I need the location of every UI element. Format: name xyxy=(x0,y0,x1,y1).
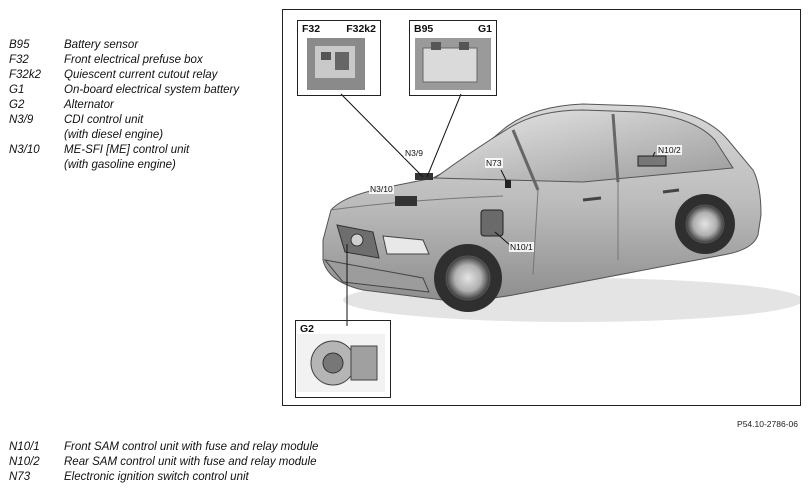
car-front-rim xyxy=(445,255,491,301)
ecu-marker-n3-9 xyxy=(415,173,433,180)
sam-marker-n10-1 xyxy=(480,209,504,237)
component-legend-bottom: N10/1 Front SAM control unit with fuse a… xyxy=(9,440,318,485)
legend-row-b95: B95 Battery sensor xyxy=(9,38,239,53)
figure-reference-id: P54.10-2786-06 xyxy=(737,419,798,429)
sam-marker-n10-2 xyxy=(637,155,667,167)
legend-description: ME-SFI [ME] control unit (with gasoline … xyxy=(64,144,190,171)
leader-line-n10-1 xyxy=(494,231,512,247)
legend-row-n3-9: N3/9 CDI control unit (with diesel engin… xyxy=(9,113,239,143)
inset-battery: B95 G1 xyxy=(409,20,497,96)
legend-row-g1: G1 On-board electrical system battery xyxy=(9,83,239,98)
legend-code: F32 xyxy=(9,54,29,66)
vehicle-component-figure: F32 F32k2 B95 G1 G2 N3/9 N3/10 N73 N10/2… xyxy=(282,9,801,406)
leader-line-n10-2 xyxy=(652,151,656,157)
car-door-line xyxy=(532,189,539,276)
inset-label-f32: F32 xyxy=(302,23,321,35)
legend-row-g2: G2 Alternator xyxy=(9,98,239,113)
legend-code: N3/10 xyxy=(9,144,40,156)
car-door-handle xyxy=(582,196,602,202)
legend-row-f32: F32 Front electrical prefuse box xyxy=(9,53,239,68)
legend-description: Battery sensor xyxy=(64,39,139,51)
car-window-pillar xyxy=(611,113,620,183)
car-bumper xyxy=(323,259,430,293)
callout-n73: N73 xyxy=(485,158,503,168)
legend-description: On-board electrical system battery xyxy=(64,84,240,96)
legend-code: N10/1 xyxy=(9,441,40,453)
callout-n10-1: N10/1 xyxy=(509,242,534,252)
inset-label-g2: G2 xyxy=(300,323,315,335)
ignition-marker-n73 xyxy=(505,180,511,188)
legend-row-n10-1: N10/1 Front SAM control unit with fuse a… xyxy=(9,440,318,455)
leader-line-f32 xyxy=(340,93,424,178)
inset-label-f32k2: F32k2 xyxy=(346,23,376,35)
callout-n3-10: N3/10 xyxy=(369,184,394,194)
car-window-pillar xyxy=(511,129,540,191)
car-illustration xyxy=(297,38,800,392)
legend-row-n10-2: N10/2 Rear SAM control unit with fuse an… xyxy=(9,455,318,470)
inset-fuse-box: F32 F32k2 xyxy=(297,20,381,96)
legend-description: Front SAM control unit with fuse and rel… xyxy=(64,441,319,453)
car-headlight xyxy=(382,235,430,255)
legend-description: Alternator xyxy=(64,99,114,111)
legend-row-n73: N73 Electronic ignition switch control u… xyxy=(9,470,318,485)
inset-label-g1: G1 xyxy=(477,23,492,35)
inset-alternator: G2 xyxy=(295,320,391,398)
leader-line-n73 xyxy=(500,169,507,181)
legend-code: G1 xyxy=(9,84,25,96)
legend-code: N3/9 xyxy=(9,114,34,126)
ecu-marker-n3-10 xyxy=(395,196,417,206)
car-door-handle xyxy=(662,188,680,194)
legend-row-f32k2: F32k2 Quiescent current cutout relay xyxy=(9,68,239,83)
battery-photo xyxy=(415,38,491,90)
callout-n3-9: N3/9 xyxy=(404,148,424,158)
callout-n10-2: N10/2 xyxy=(657,145,682,155)
car-rear-rim xyxy=(685,204,725,244)
legend-description: Front electrical prefuse box xyxy=(64,54,203,66)
legend-row-n3-10: N3/10 ME-SFI [ME] control unit (with gas… xyxy=(9,143,239,173)
legend-code: B95 xyxy=(9,39,30,51)
legend-description: CDI control unit (with diesel engine) xyxy=(64,114,164,141)
legend-code: N10/2 xyxy=(9,456,40,468)
alternator-photo xyxy=(297,334,385,392)
car-emblem xyxy=(350,233,364,247)
legend-description: Rear SAM control unit with fuse and rela… xyxy=(64,456,317,468)
legend-description: Electronic ignition switch control unit xyxy=(64,471,249,483)
leader-line-b95 xyxy=(426,93,462,178)
legend-code: G2 xyxy=(9,99,25,111)
legend-code: F32k2 xyxy=(9,69,41,81)
inset-label-b95: B95 xyxy=(414,23,434,35)
component-legend-top: B95 Battery sensor F32 Front electrical … xyxy=(9,38,239,173)
legend-code: N73 xyxy=(9,471,31,483)
legend-description: Quiescent current cutout relay xyxy=(64,69,218,81)
fuse-box-photo xyxy=(307,38,365,90)
